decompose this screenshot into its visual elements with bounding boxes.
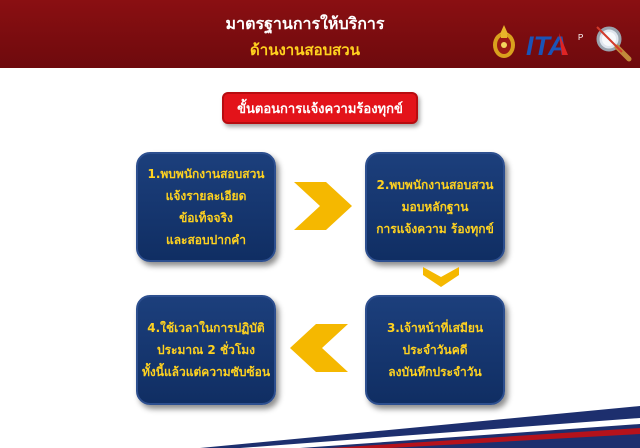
step-1-line: และสอบปากคำ: [165, 233, 247, 247]
ita-logo-icon: ITA P: [526, 31, 583, 58]
magnifier-icon: [596, 26, 632, 62]
step-2-line: การแจ้งความ ร้องทุกข์: [376, 222, 494, 236]
step-3-line: ประจำวันคดี: [402, 343, 468, 357]
step-2-box: 2.พบพนักงานสอบสวน มอบหลักฐาน การแจ้งความ…: [365, 152, 505, 262]
header-title: มาตรฐานการให้บริการ: [225, 14, 385, 33]
chevron-right-icon: [294, 182, 352, 230]
chevron-down-icon: [423, 267, 459, 287]
step-1-line: แจ้งรายละเอียด: [165, 189, 247, 203]
step-2-line: มอบหลักฐาน: [401, 200, 469, 214]
header-subtitle: ด้านงานสอบสวน: [250, 41, 360, 59]
step-1-box: 1.พบพนักงานสอบสวน แจ้งรายละเอียด ข้อเท็จ…: [136, 152, 276, 262]
step-3-box: 3.เจ้าหน้าที่เสมียน ประจำวันคดี ลงบันทึก…: [365, 295, 505, 405]
step-4-box: 4.ใช้เวลาในการปฏิบัติ ประมาณ 2 ชั่วโมง ท…: [136, 295, 276, 405]
step-2-line: 2.พบพนักงานสอบสวน: [376, 178, 494, 192]
step-3-line: 3.เจ้าหน้าที่เสมียน: [386, 321, 484, 335]
process-title: ขั้นตอนการแจ้งความร้องทุกข์: [222, 92, 418, 124]
step-4-line: ประมาณ 2 ชั่วโมง: [156, 343, 256, 357]
footer-decoration: [200, 406, 640, 448]
thai-emblem-icon: [493, 25, 515, 58]
chevron-left-icon: [290, 324, 348, 372]
step-1-line: 1.พบพนักงานสอบสวน: [147, 167, 265, 181]
step-1-line: ข้อเท็จจริง: [179, 211, 233, 225]
step-4-line: ทั้งนี้แล้วแต่ความซับซ้อน: [141, 365, 271, 379]
step-3-line: ลงบันทึกประจำวัน: [388, 365, 482, 379]
header-bar: มาตรฐานการให้บริการ ด้านงานสอบสวน ITA P: [0, 0, 640, 68]
ita-logo-superscript: P: [578, 33, 583, 42]
step-4-line: 4.ใช้เวลาในการปฏิบัติ: [147, 321, 265, 335]
